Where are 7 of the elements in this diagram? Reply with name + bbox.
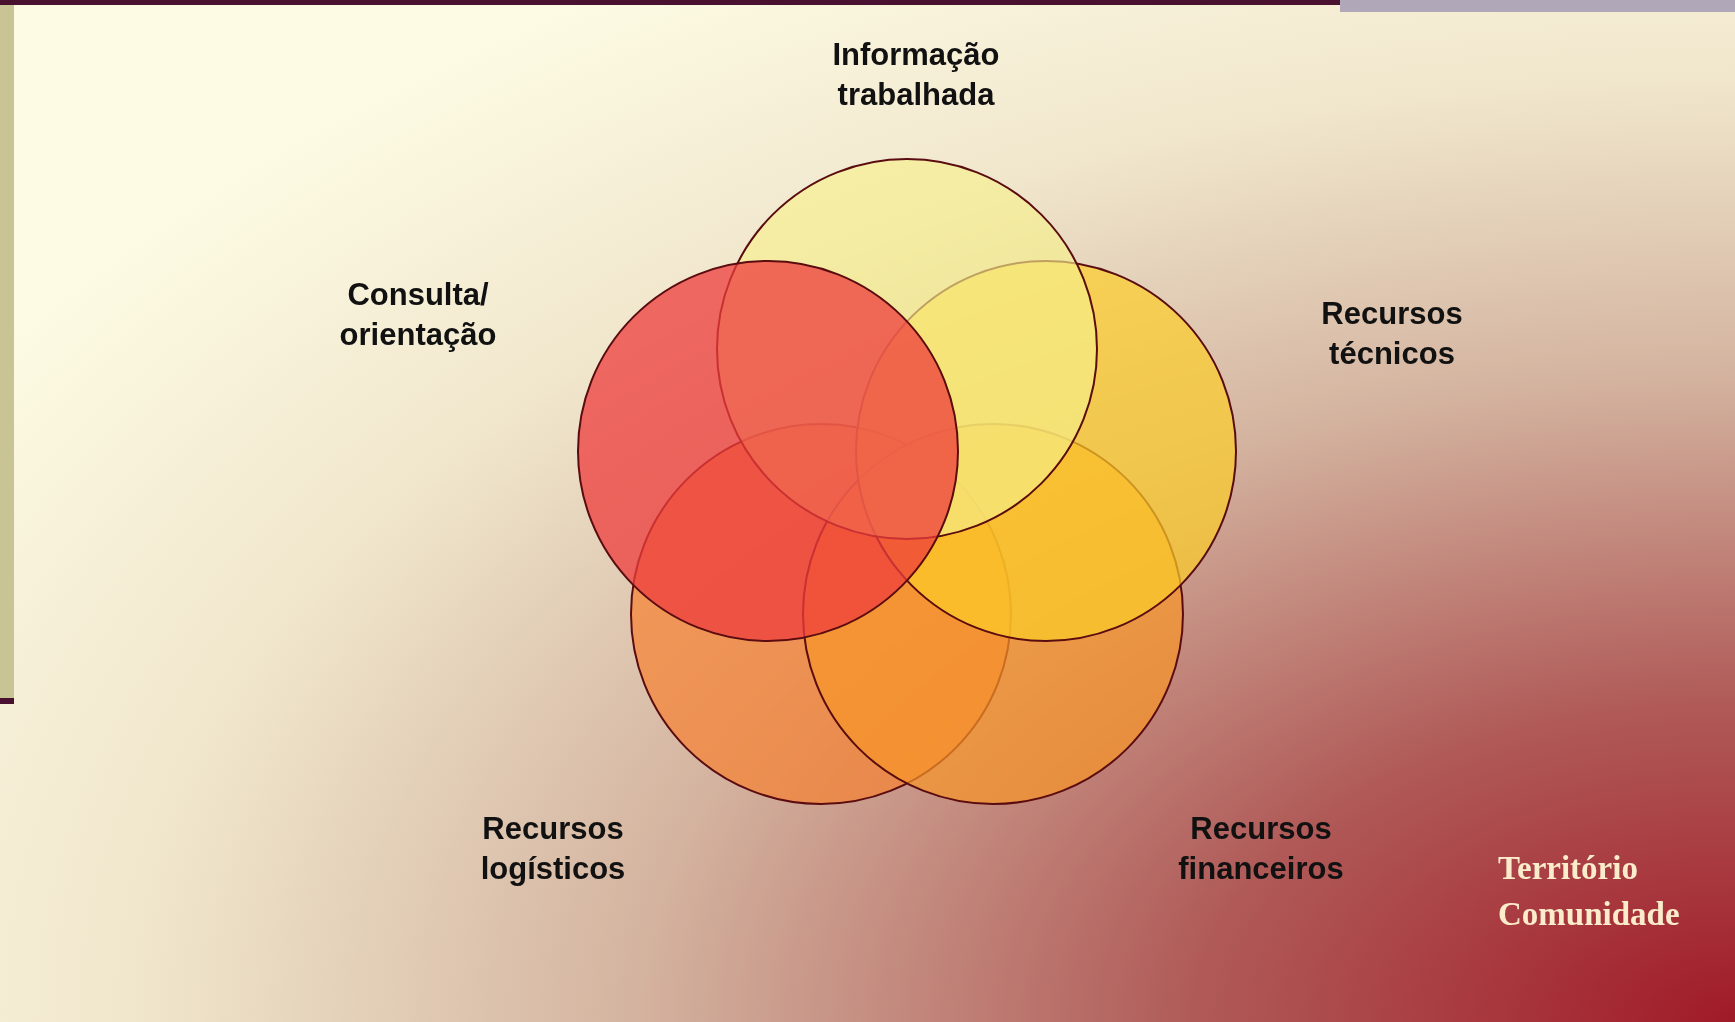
circle-label: Recursos financeiros [1177,810,1345,888]
note-text: Comunidade [1498,896,1680,933]
circle-label: Recursos técnicos [1320,295,1464,373]
circle-label: Recursos logísticos [479,810,627,888]
circle-label: Consulta/ orientação [338,276,498,354]
circle-label: Informação trabalhada [831,36,1001,114]
note-text: Território [1498,850,1638,887]
